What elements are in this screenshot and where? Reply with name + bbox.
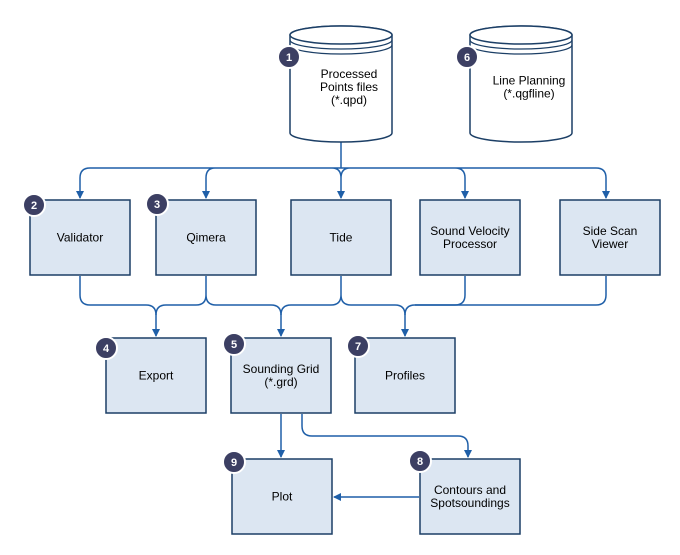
side-scan-box-shape: [559, 199, 661, 276]
validator-badge-number: 2: [31, 200, 37, 212]
connector-grid-to-contours: [301, 414, 472, 458]
line-planning-badge-circle: [455, 45, 479, 69]
connector-fanout-bar: [79, 167, 607, 179]
contours-badge-number: 8: [417, 456, 423, 468]
line-planning-badge-number: 6: [464, 52, 470, 64]
processed-points-step-badge: 1: [277, 45, 301, 69]
plot-box-shape: [231, 458, 333, 535]
validator-box: Validator: [29, 199, 131, 276]
sound-velocity-label-line-2: Processor: [443, 237, 497, 251]
qimera-step-badge: 3: [145, 192, 169, 216]
line-planning-cylinder: Line Planning(*.qgfline): [469, 25, 573, 143]
processed-points-cylinder-ring-1: [289, 39, 393, 50]
sounding-grid-label-line-1: Sounding Grid: [243, 362, 320, 376]
validator-label-line-1: Validator: [57, 231, 103, 245]
line-planning-label-line-2: (*.qgfline): [503, 87, 554, 101]
connector-sound-velocity-merge: [404, 276, 466, 316]
contours-label-line-1: Contours and: [434, 483, 506, 497]
plot-badge-circle: [222, 450, 246, 474]
qimera-label-line-1: Qimera: [186, 231, 226, 245]
processed-points-badge-number: 1: [286, 52, 292, 64]
export-step-badge: 4: [94, 336, 118, 360]
profiles-badge-circle: [346, 334, 370, 358]
sounding-grid-badge-number: 5: [231, 339, 237, 351]
connector-side-scan-merge: [415, 276, 607, 306]
tide-label-line-1: Tide: [330, 231, 353, 245]
export-label-line-1: Export: [139, 369, 174, 383]
side-scan-label-line-1: Side Scan: [583, 224, 638, 238]
sounding-grid-box: Sounding Grid(*.grd): [230, 337, 332, 414]
validator-badge-circle: [22, 193, 46, 217]
profiles-box: Profiles: [354, 337, 456, 414]
line-planning-cylinder-top: [469, 25, 573, 45]
qimera-box: Qimera: [155, 199, 257, 276]
sounding-grid-box-shape: [230, 337, 332, 414]
profiles-step-badge: 7: [346, 334, 370, 358]
line-planning-label-line-1: Line Planning: [493, 74, 566, 88]
export-box-shape: [105, 337, 207, 414]
contours-step-badge: 8: [408, 449, 432, 473]
connector-qimera-merge: [155, 276, 282, 316]
line-planning-cylinder-ring-1: [469, 39, 573, 50]
export-badge-number: 4: [103, 343, 110, 355]
connectors: [76, 134, 610, 501]
sound-velocity-box-shape: [419, 199, 521, 276]
sounding-grid-step-badge: 5: [222, 332, 246, 356]
tide-box: Tide: [290, 199, 392, 276]
side-scan-label-line-2: Viewer: [592, 237, 628, 251]
qimera-badge-circle: [145, 192, 169, 216]
profiles-badge-number: 7: [355, 341, 361, 353]
processed-points-cylinder-top: [289, 25, 393, 45]
qimera-box-shape: [155, 199, 257, 276]
processed-points-badge-circle: [277, 45, 301, 69]
plot-label-line-1: Plot: [272, 490, 293, 504]
sounding-grid-label-line-2: (*.grd): [264, 375, 297, 389]
export-badge-circle: [94, 336, 118, 360]
contours-badge-circle: [408, 449, 432, 473]
plot-box: Plot: [231, 458, 333, 535]
validator-box-shape: [29, 199, 131, 276]
plot-badge-number: 9: [231, 457, 237, 469]
connector-validator-merge: [79, 276, 157, 316]
contours-box-shape: [419, 458, 521, 535]
processed-points-label-line-3: (*.qpd): [331, 93, 367, 107]
line-planning-step-badge: 6: [455, 45, 479, 69]
contours-label-line-2: Spotsoundings: [430, 496, 509, 510]
processed-points-label-line-1: Processed: [321, 67, 378, 81]
sound-velocity-label-line-1: Sound Velocity: [430, 224, 509, 238]
profiles-box-shape: [354, 337, 456, 414]
tide-box-shape: [290, 199, 392, 276]
sounding-grid-badge-circle: [222, 332, 246, 356]
qimera-badge-number: 3: [154, 199, 160, 211]
profiles-label-line-1: Profiles: [385, 369, 425, 383]
export-box: Export: [105, 337, 207, 414]
connector-tide-merge: [280, 276, 406, 316]
processed-points-label-line-2: Points files: [320, 80, 378, 94]
validator-step-badge: 2: [22, 193, 46, 217]
plot-step-badge: 9: [222, 450, 246, 474]
